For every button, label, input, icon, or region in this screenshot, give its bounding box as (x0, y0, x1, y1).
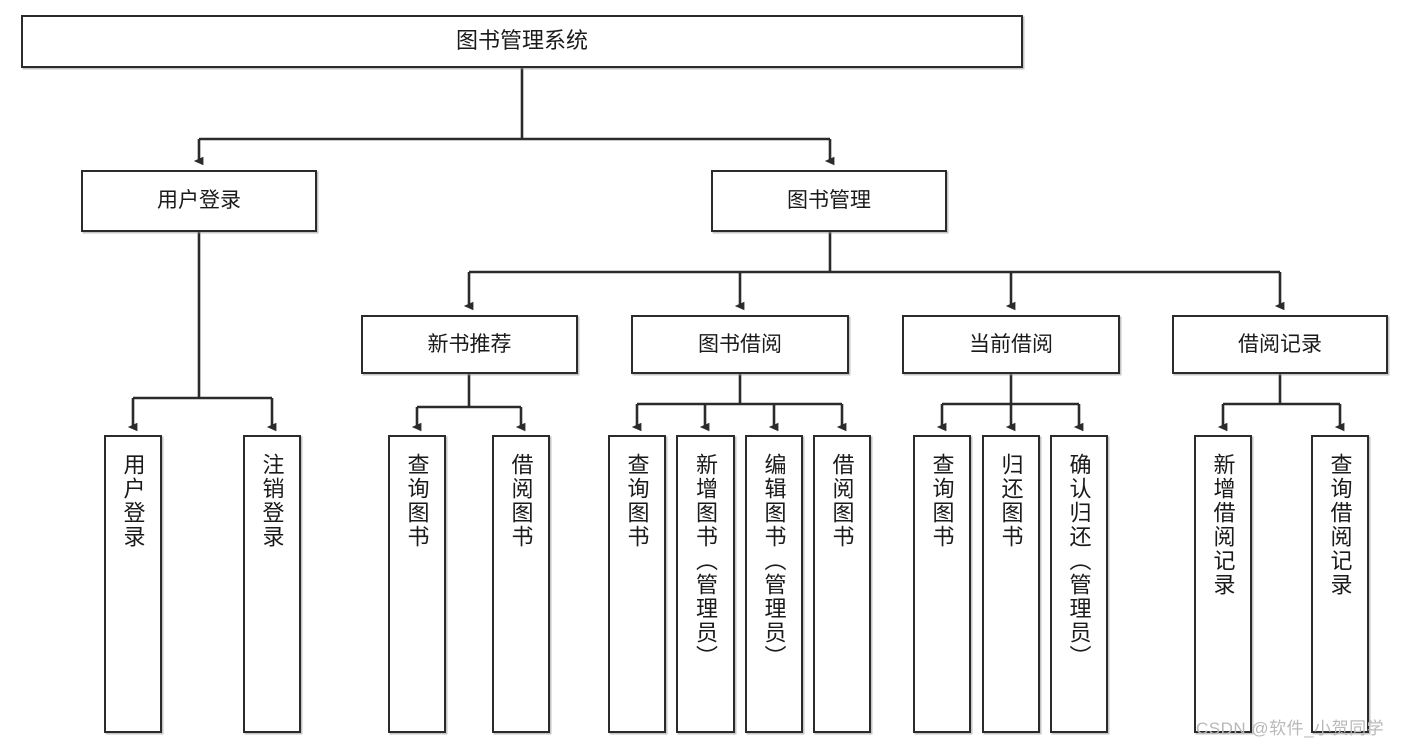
leaf-current-borrow-return[interactable]: 归还图书 (982, 435, 1040, 733)
node-label: 图书管理 (787, 189, 871, 213)
node-label: 查询图书 (404, 453, 430, 549)
node-user-login[interactable]: 用户登录 (81, 170, 317, 232)
node-label: 查询图书 (929, 453, 955, 549)
node-label: 借阅记录 (1238, 332, 1322, 356)
watermark-text: CSDN @软件_小贺同学 (1196, 719, 1385, 738)
node-root-system[interactable]: 图书管理系统 (21, 15, 1023, 68)
leaf-borrow-record-add[interactable]: 新增借阅记录 (1194, 435, 1252, 733)
node-book-borrow[interactable]: 图书借阅 (631, 315, 849, 374)
node-label: 图书管理系统 (455, 28, 588, 54)
leaf-book-borrow-add[interactable]: 新增图书（管理员） (676, 435, 735, 733)
node-label: 新书推荐 (427, 332, 512, 356)
leaf-book-borrow-edit[interactable]: 编辑图书（管理员） (745, 435, 803, 733)
leaf-book-borrow-query[interactable]: 查询图书 (608, 435, 666, 733)
leaf-current-borrow-confirm-return[interactable]: 确认归还（管理员） (1050, 435, 1108, 733)
node-label: 新增图书（管理员） (693, 453, 719, 669)
node-label: 用户登录 (120, 453, 146, 549)
leaf-borrow-record-query[interactable]: 查询借阅记录 (1311, 435, 1369, 733)
leaf-new-book-borrow[interactable]: 借阅图书 (492, 435, 550, 733)
node-label: 编辑图书（管理员） (761, 453, 787, 669)
leaf-current-borrow-query[interactable]: 查询图书 (913, 435, 971, 733)
leaf-new-book-query[interactable]: 查询图书 (388, 435, 446, 733)
node-label: 借阅图书 (508, 453, 534, 549)
node-borrow-record[interactable]: 借阅记录 (1172, 315, 1388, 374)
node-label: 注销登录 (259, 453, 285, 549)
node-label: 图书借阅 (698, 332, 782, 356)
leaf-book-borrow-lend[interactable]: 借阅图书 (813, 435, 871, 733)
node-label: 查询借阅记录 (1327, 453, 1353, 597)
node-label: 借阅图书 (829, 453, 855, 549)
node-book-management[interactable]: 图书管理 (711, 170, 947, 232)
node-label: 归还图书 (998, 453, 1024, 549)
leaf-user-login-signout[interactable]: 注销登录 (243, 435, 301, 733)
leaf-user-login-signin[interactable]: 用户登录 (104, 435, 162, 733)
node-new-book-recommend[interactable]: 新书推荐 (361, 315, 578, 374)
node-label: 查询图书 (624, 453, 650, 549)
node-current-borrow[interactable]: 当前借阅 (902, 315, 1120, 374)
node-label: 确认归还（管理员） (1066, 453, 1092, 669)
node-label: 新增借阅记录 (1210, 453, 1236, 597)
node-label: 用户登录 (157, 189, 241, 213)
node-label: 当前借阅 (969, 332, 1053, 356)
